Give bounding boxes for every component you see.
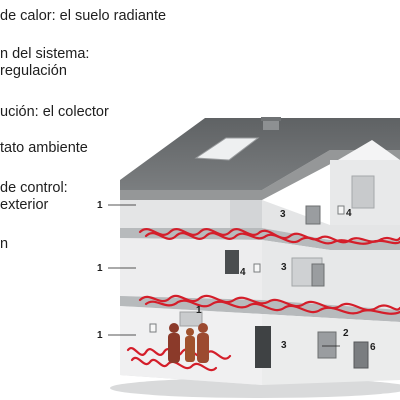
legend-item-regulation: n del sistema: regulación (0, 46, 89, 80)
callout-3-upper: 3 (280, 209, 286, 220)
thermostat-ground (149, 323, 157, 333)
dormer-window (351, 175, 375, 209)
legend-line: n del sistema: (0, 46, 90, 62)
legend-item-heat-emitter: de calor: el suelo radiante (0, 8, 166, 25)
pipe-middle-2 (144, 299, 400, 315)
legend-item-thermostat: tato ambiente (0, 140, 88, 157)
leader-lines (108, 204, 340, 347)
callout-1-upper: 1 (97, 200, 103, 211)
legend-line: regulación (0, 63, 67, 79)
pipe-ground-2 (130, 356, 218, 372)
attic-partition (230, 200, 262, 228)
legend-line: exterior (0, 197, 49, 213)
legend-item-control: de control: exterior (0, 180, 68, 214)
roof (120, 118, 400, 190)
callout-3-ground: 3 (281, 340, 287, 351)
callout-4-upper: 4 (346, 208, 352, 219)
pipe-upper-2 (144, 232, 400, 245)
ground-doorway (255, 326, 271, 368)
callout-6: 6 (370, 342, 376, 353)
chimney-cap (261, 117, 281, 121)
thermostat-middle (253, 263, 261, 273)
callout-2: 2 (343, 328, 349, 339)
middle-doorway (225, 250, 239, 274)
legend-line: de calor: el suelo radiante (0, 8, 167, 24)
person-head (186, 328, 194, 336)
radiant-piping (126, 228, 400, 372)
manifold-middle (311, 263, 325, 287)
boiler (353, 341, 369, 369)
skylight (194, 137, 260, 161)
ground-window (179, 311, 203, 327)
ground-shadow (110, 378, 400, 398)
dormer-gable (338, 140, 400, 160)
thermostat-upper (337, 205, 345, 215)
callout-1-floor: 1 (196, 305, 202, 316)
chimney (263, 120, 279, 130)
person-head (198, 323, 208, 333)
legend-line: de control: (0, 180, 68, 196)
manifold-upper (305, 205, 321, 225)
legend-item-extra: n (0, 236, 8, 253)
manifold-ground (317, 331, 337, 359)
legend-line: tato ambiente (0, 140, 88, 156)
legend-item-manifold: ución: el colector (0, 104, 109, 121)
callout-1-ground: 1 (97, 330, 103, 341)
people (168, 323, 209, 363)
person-body (197, 333, 209, 363)
legend-line: ución: el colector (0, 104, 109, 120)
middle-floor-wall-right (262, 240, 400, 310)
person-body (168, 333, 180, 363)
person-head (169, 323, 179, 333)
person-body (185, 336, 195, 362)
legend-line: n (0, 236, 9, 252)
callout-3-middle: 3 (281, 262, 287, 273)
callout-4-middle: 4 (240, 267, 246, 278)
callout-1-middle: 1 (97, 263, 103, 274)
